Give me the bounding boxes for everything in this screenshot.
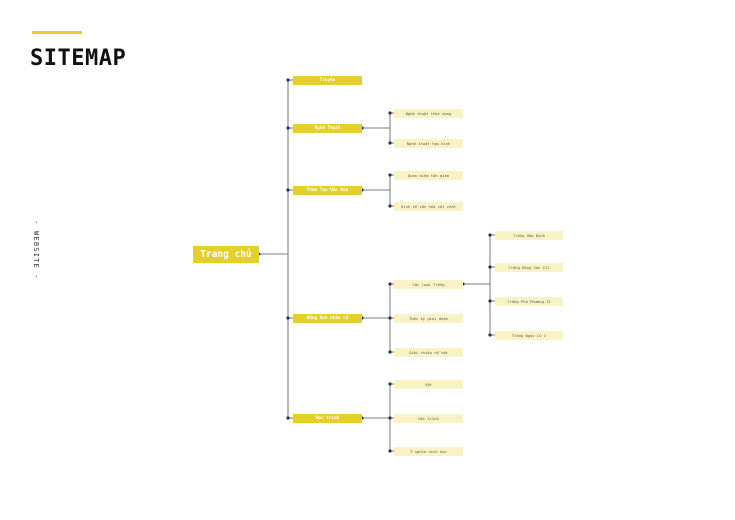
title-accent-bar <box>32 31 82 34</box>
node-trong-hoa-binh[interactable]: Trống Hòa Bình <box>495 231 563 240</box>
node-nghe-thuat-thuc-dung[interactable]: Nghệ thuật thực dụng <box>394 109 463 118</box>
node-nghe-thuat[interactable]: Nghệ Thuật <box>293 124 362 133</box>
connector-dot <box>388 316 392 320</box>
node-nghe-thuat-tao-hinh[interactable]: Nghệ thuật tạo hình <box>394 139 463 148</box>
node-quan-niem-ton-giao[interactable]: Quan niệm tôn giáo <box>394 171 463 180</box>
connector-dot <box>488 265 492 269</box>
connector-dot <box>286 316 290 320</box>
node-trong-dong-son-iii[interactable]: Trống Đông Sơn III <box>495 263 563 272</box>
connector-dot <box>388 449 392 453</box>
node-vat[interactable]: Vật <box>394 380 463 389</box>
connector-dot <box>388 416 392 420</box>
connector-dot <box>388 350 392 354</box>
node-dong-son-khao-co[interactable]: Đông Sơn khảo cổ <box>293 314 362 323</box>
node-trong-ngoc-lu-i[interactable]: Trống Ngọc Lũ I <box>495 331 563 340</box>
connector-dot <box>388 173 392 177</box>
connector-dot <box>286 126 290 130</box>
connector-dot <box>388 204 392 208</box>
node-root-trang-chu[interactable]: Trang chủ <box>193 246 259 263</box>
node-cac-loai-trong[interactable]: Các loại Trống <box>394 280 463 289</box>
node-truyen[interactable]: Truyện <box>293 76 362 85</box>
connector-dot <box>286 416 290 420</box>
connector-dot <box>388 111 392 115</box>
node-gioi-thieu-co-vat[interactable]: Giới thiệu cổ vật <box>394 348 463 357</box>
node-hoi-trinh[interactable]: Hội trình <box>394 414 463 423</box>
connector-dot <box>388 141 392 145</box>
connector-dot <box>286 78 290 82</box>
node-hoc-trinh[interactable]: Học trình <box>293 414 362 423</box>
node-tham-tao-van-hoa[interactable]: Thâm Tạo Văn Hóa <box>293 186 362 195</box>
connector-dot <box>388 282 392 286</box>
connector-dot <box>286 188 290 192</box>
connector-dot <box>488 333 492 337</box>
node-kinh-te-van-hoa[interactable]: Kinh tế văn hóa vật chất <box>394 202 463 211</box>
node-trong-phu-phuong-ii[interactable]: Trống Phú Phương II <box>495 297 563 306</box>
connector-dot <box>488 299 492 303</box>
page-title: SITEMAP <box>30 46 127 71</box>
connector-dot <box>488 233 492 237</box>
connector-dot <box>388 382 392 386</box>
node-thoi-ky-giai-doan[interactable]: Thời kỳ giai đoạn <box>394 314 463 323</box>
node-y-nghia-hinh-hoc[interactable]: Ý nghĩa hình học <box>394 447 463 456</box>
